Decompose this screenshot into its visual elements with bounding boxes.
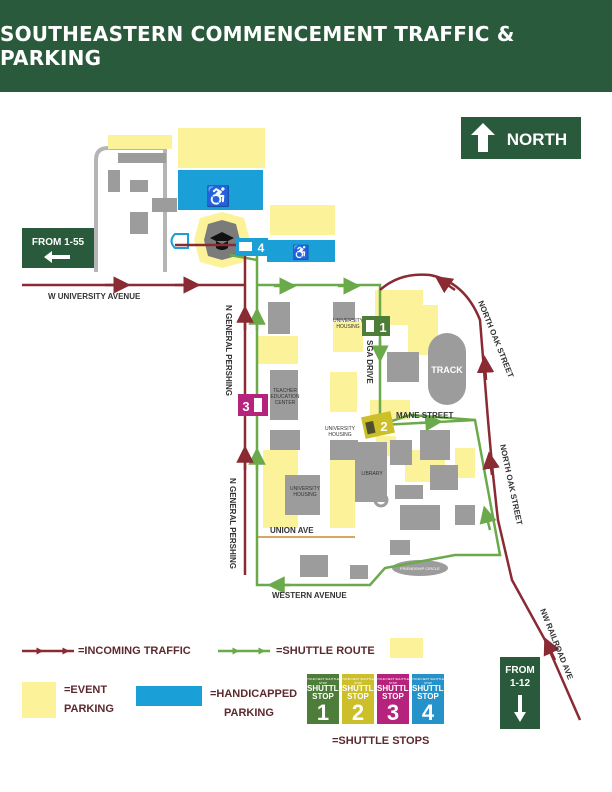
stop-card-2-small: YOUR NEXT SHUTTLE STOP (342, 677, 374, 685)
mane-street-label: MANE STREET (396, 411, 453, 420)
legend-shuttle-stops-label: =SHUTTLE STOPS (332, 735, 430, 747)
stop-card-3-small: YOUR NEXT SHUTTLE STOP (377, 677, 409, 685)
legend-event-label-1: =EVENT (64, 684, 108, 696)
housing-label-b2: HOUSING (328, 432, 351, 438)
legend-incoming-label: =INCOMING TRAFFIC (78, 645, 191, 657)
stop-card-1-num: 1 (316, 700, 330, 725)
bus-icon (254, 398, 262, 412)
down-arrow-icon (514, 695, 526, 722)
track-label: TRACK (431, 365, 463, 375)
header-bar: SOUTHEASTERN COMMENCEMENT TRAFFIC & PARK… (0, 0, 612, 92)
buildings (108, 153, 475, 579)
incoming-traffic-routes (22, 243, 582, 721)
nw-railroad-label: NW RAILROAD AVE (538, 607, 575, 681)
legend-handicapped-label-2: PARKING (224, 707, 274, 719)
svg-text:1: 1 (379, 320, 386, 335)
sga-drive-label: SGA DRIVE (365, 340, 374, 384)
page-title: SOUTHEASTERN COMMENCEMENT TRAFFIC & PARK… (0, 22, 515, 70)
stop-card-4-line2: STOP (417, 692, 439, 701)
w-university-label: W UNIVERSITY AVENUE (48, 292, 141, 301)
north-sign: NORTH (461, 117, 581, 159)
roundabout (373, 492, 389, 508)
from-i12-sign: FROM 1-12 (500, 657, 540, 729)
stop-card-3: YOUR NEXT SHUTTLE STOP SHUTTLE STOP 3 (377, 674, 414, 725)
north-label: NORTH (507, 130, 567, 149)
svg-text:2: 2 (380, 419, 387, 434)
stop-card-4-line1: SHUTTLE (412, 684, 449, 693)
stop-card-4: YOUR NEXT SHUTTLE STOP SHUTTLE STOP 4 (412, 674, 449, 725)
teacher-ed-label-1: TEACHER (273, 388, 297, 394)
campus-map: NORTH FROM 1-55 ♿ ♿ (22, 117, 582, 729)
housing-label-a2: HOUSING (336, 324, 359, 330)
n-general-pershing-label-top: N GENERAL PERSHING (224, 305, 233, 396)
map-stop-4: 4 (236, 238, 268, 256)
building-labels: TEACHER EDUCATION CENTER UNIVERSITY HOUS… (270, 318, 383, 498)
svg-text:3: 3 (242, 399, 249, 414)
legend-handicapped-label-1: =HANDICAPPED (210, 688, 298, 700)
from-i55-sign: FROM 1-55 (22, 228, 94, 268)
svg-text:1-12: 1-12 (510, 678, 530, 689)
track: TRACK (428, 333, 466, 405)
stop-card-1-line1: SHUTTLE (307, 684, 344, 693)
housing-label-c1: UNIVERSITY (290, 486, 321, 492)
north-arrow-icon (471, 123, 495, 152)
western-avenue-label: WESTERN AVENUE (272, 591, 347, 600)
housing-label-b1: UNIVERSITY (325, 426, 356, 432)
legend-event-label-2: PARKING (64, 703, 114, 715)
bus-icon (239, 242, 252, 251)
teacher-ed-label-3: CENTER (275, 400, 296, 406)
stop-card-3-num: 3 (386, 700, 400, 725)
bus-icon (366, 320, 374, 332)
from-i55-label: FROM 1-55 (32, 237, 85, 248)
map-stop-2: 2 (361, 411, 395, 439)
legend-shuttle-route-label: =SHUTTLE ROUTE (276, 645, 375, 657)
stop-card-3-line1: SHUTTLE (377, 684, 414, 693)
parking-lot-road (94, 146, 167, 272)
stop-card-3-line2: STOP (382, 692, 404, 701)
bus-icon (365, 420, 376, 435)
wheelchair-icon: ♿ (292, 244, 309, 261)
legend-graphics (22, 638, 423, 718)
map-stop-1: 1 (362, 316, 390, 336)
stop-card-2: YOUR NEXT SHUTTLE STOP SHUTTLE STOP 2 (342, 674, 379, 725)
union-ave-label: UNION AVE (270, 526, 314, 535)
north-oak-label-bottom: NORTH OAK STREET (498, 444, 524, 526)
stop-card-1-line2: STOP (312, 692, 334, 701)
stop-card-4-small: YOUR NEXT SHUTTLE STOP (412, 677, 444, 685)
stop-card-2-line1: SHUTTLE (342, 684, 379, 693)
left-arrow-icon (44, 251, 70, 263)
stop-card-4-num: 4 (421, 700, 435, 725)
stop-card-2-line2: STOP (347, 692, 369, 701)
map-stop-3: 3 (238, 394, 268, 416)
housing-label-a1: UNIVERSITY (333, 318, 364, 324)
svg-text:FROM: FROM (505, 665, 534, 676)
handicapped-parking-areas: ♿ ♿ (178, 170, 335, 262)
housing-label-c2: HOUSING (293, 492, 316, 498)
svg-text:4: 4 (258, 241, 265, 255)
teacher-ed-label-2: EDUCATION (270, 394, 299, 400)
stop-card-1: YOUR NEXT SHUTTLE STOP SHUTTLE STOP 1 (307, 674, 344, 725)
library-label: LIBRARY (361, 471, 383, 477)
wheelchair-icon: ♿ (206, 184, 231, 208)
n-general-pershing-label-bottom: N GENERAL PERSHING (228, 478, 237, 569)
stop-card-1-small: YOUR NEXT SHUTTLE STOP (307, 677, 339, 685)
stop-card-2-num: 2 (351, 700, 365, 725)
friendship-circle-label: FRIENDSHIP CIRCLE (400, 566, 440, 571)
